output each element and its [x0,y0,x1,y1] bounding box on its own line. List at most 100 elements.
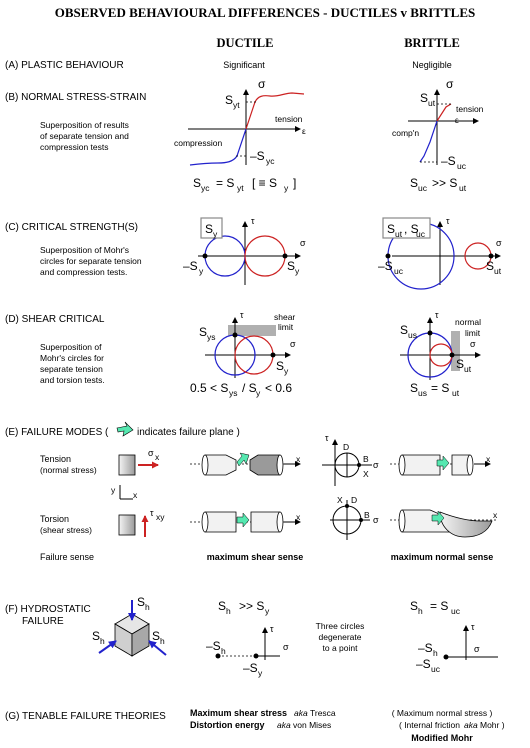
svg-text:–S: –S [243,661,258,675]
ductile-failure-sense: maximum shear sense [207,552,304,562]
section-a-brittle: Negligible [412,60,452,70]
svg-text:yc: yc [266,156,275,166]
failure-sense-label: Failure sense [40,552,94,562]
svg-text:limit: limit [278,322,294,332]
svg-text:]: ] [293,176,296,190]
section-d: (D) SHEAR CRITICAL Superposition of Mohr… [5,310,481,398]
tresca-bold: Maximum shear stress [190,708,287,718]
brittle-hydrostatic-equation: S h = S uc [410,599,461,616]
ductile-hydrostatic-equation: S h >> S y [218,599,270,616]
svg-text:–S: –S [206,639,221,653]
svg-text:ut: ut [452,388,460,398]
svg-text:X: X [337,495,343,505]
svg-text:ε: ε [302,126,306,136]
svg-text:limit: limit [465,328,481,338]
svg-text:τ: τ [471,622,475,632]
svg-text:uc: uc [431,664,441,674]
svg-text:y: y [213,229,218,239]
svg-text:yc: yc [201,183,210,193]
torsion-element-icon: τ xy [118,508,165,537]
tension-label: Tension [40,454,71,464]
svg-text:h: h [226,606,231,616]
section-c-label: (C) CRITICAL STRENGTH(S) [5,222,138,233]
tension-element-icon: σ x [118,448,160,476]
svg-text:σ: σ [283,642,289,652]
ductile-shear-critical-plot: τ shear limit S ys σ S y [199,310,296,378]
failure-plane-arrow-icon [116,421,134,437]
svg-text:S: S [205,222,213,236]
svg-text:σ: σ [496,238,502,248]
svg-text:>> S: >> S [432,176,457,190]
svg-text:uc: uc [418,183,428,193]
svg-text:S: S [225,93,233,107]
svg-text:tension: tension [275,114,303,124]
degenerate-note-3: to a point [323,643,359,653]
section-g: (G) TENABLE FAILURE THEORIES Maximum she… [5,708,505,743]
svg-text:S: S [486,259,494,273]
svg-text:σ: σ [148,448,154,458]
svg-text:yt: yt [237,183,244,193]
brittle-shear-equation: S us = S ut [410,381,460,398]
ductile-shear-ratio-equation: 0.5 < S ys / S y < 0.6 [190,381,292,398]
svg-text:S: S [410,176,418,190]
svg-text:S: S [199,325,207,339]
ductile-torsion-specimens: x [190,511,301,533]
svg-text:–S: –S [441,154,456,168]
section-a-label: (A) PLASTIC BEHAVIOUR [5,60,124,71]
svg-text:compression: compression [174,138,222,148]
svg-text:σ: σ [470,339,476,349]
svg-text:y: y [256,388,261,398]
svg-text:τ: τ [325,433,329,443]
svg-text:y: y [295,266,300,276]
section-d-note-3: separate tension [40,364,103,374]
svg-text:comp'n: comp'n [392,128,419,138]
svg-text:ε: ε [455,115,459,125]
mohr-circle-tension: τ D B X σ [322,433,379,486]
svg-text:x: x [155,452,160,462]
svg-text:ys: ys [229,388,238,398]
svg-text:h: h [145,602,150,612]
svg-text:y: y [258,668,263,678]
svg-text:= S: = S [430,599,448,613]
svg-text:σ: σ [290,339,296,349]
svg-text:σ: σ [474,644,480,654]
section-f-label-1: (F) HYDROSTATIC [5,604,91,615]
svg-text:h: h [418,606,423,616]
degenerate-note-2: degenerate [318,632,361,642]
svg-text:S: S [193,176,201,190]
svg-text:x: x [296,454,301,464]
svg-text:0.5 < S: 0.5 < S [190,381,228,395]
svg-text:y: y [265,606,270,616]
section-c-note-2: circles for separate tension [40,256,142,266]
svg-text:tension: tension [456,104,484,114]
svg-text:X: X [363,469,369,479]
tresca-aka: aka [294,708,308,718]
modified-mohr: Modified Mohr [411,733,473,743]
brittle-hydrostatic-plot: τ σ –S h –S uc [416,622,498,674]
svg-text:D: D [343,442,349,452]
coordinate-axes-icon: y x [111,485,138,500]
brittle-failure-sense: maximum normal sense [391,552,494,562]
svg-text:y: y [199,266,204,276]
svg-text:S: S [218,599,226,613]
internal-friction: ( Internal friction [399,720,460,730]
torsion-sub-label: (shear stress) [40,525,92,535]
svg-text:uc: uc [416,229,426,239]
svg-text:σ: σ [446,77,454,91]
svg-text:S: S [420,91,428,105]
section-d-note-1: Superposition of [40,342,102,352]
svg-text:τ: τ [435,310,439,320]
section-b-note-1: Superposition of results [40,120,129,130]
mohr-circle-torsion: X D B σ [330,495,379,540]
svg-text:ys: ys [207,332,216,342]
svg-text:us: us [418,388,427,398]
section-c: (C) CRITICAL STRENGTH(S) Superposition o… [5,216,502,290]
section-e-label-start: (E) FAILURE MODES ( [5,427,109,438]
svg-text:, S: , S [404,222,419,236]
degenerate-note-1: Three circles [316,621,365,631]
svg-text:σ: σ [373,460,379,470]
column-ductile: DUCTILE [217,36,274,50]
svg-text:τ: τ [446,216,450,226]
section-b-note-2: of separate tension and [40,131,129,141]
